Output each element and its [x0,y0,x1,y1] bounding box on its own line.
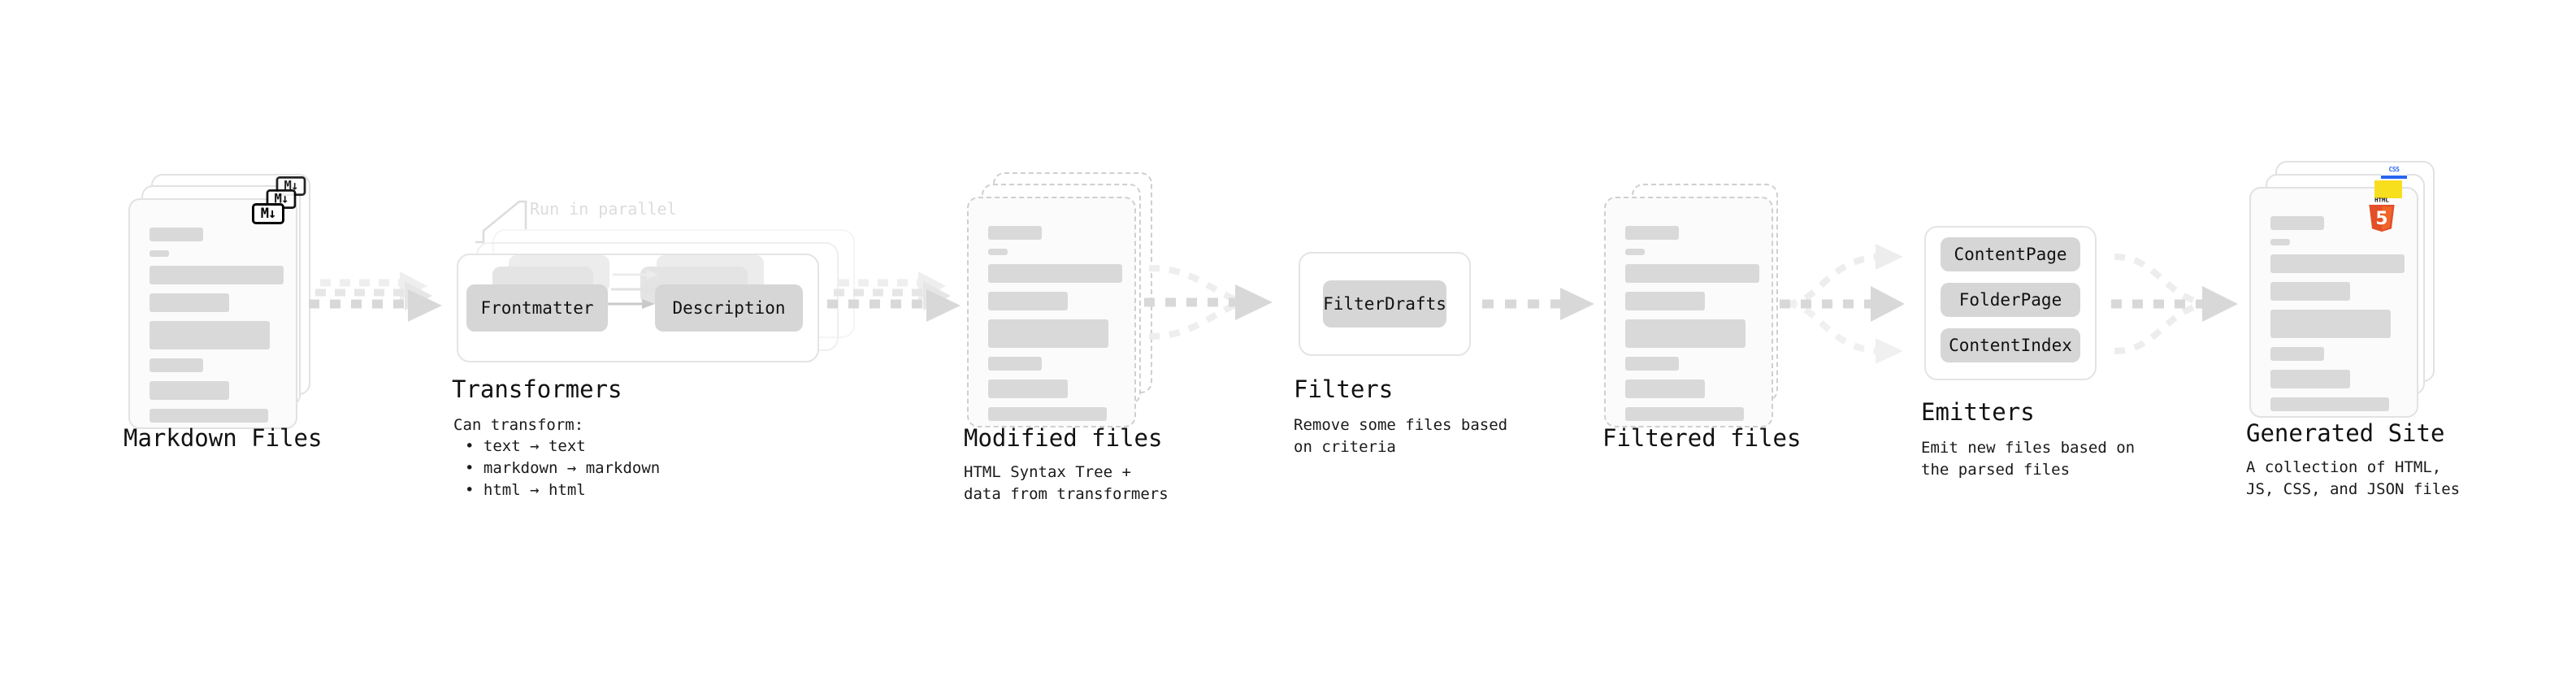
css3-badge: CSS [2381,166,2407,179]
placeholder-lines [1625,226,1759,430]
emitter-chip-contentindex-label: ContentIndex [1949,336,2072,355]
javascript-badge [2374,180,2402,198]
transformer-inner-arrows [598,270,658,309]
generated-site-card-front [2249,187,2418,418]
filters-body: Remove some files based on criteria [1294,416,1508,456]
emitters-body: Emit new files based on the parsed files [1921,439,2136,479]
emitter-chip-contentindex[interactable]: ContentIndex [1941,328,2080,362]
markdown-files-title: Markdown Files [124,424,323,452]
connector-markdown-to-transformers [309,271,442,322]
svg-text:HTML: HTML [2374,196,2389,203]
connector-filters-to-filtered [1482,288,1594,320]
placeholder-lines [2270,216,2405,420]
transformers-title: Transformers [452,375,622,403]
modified-files-title: Modified files [964,424,1163,452]
filtered-files-title: Filtered files [1602,424,1802,452]
transformers-list-item-2: • html → html [465,480,586,499]
run-in-parallel-label: Run in parallel [530,199,677,219]
svg-text:5: 5 [2375,209,2387,229]
filters-title: Filters [1294,375,1394,403]
transformers-list-item-0: • text → text [465,437,586,455]
placeholder-lines [150,228,284,432]
modified-files-body: HTML Syntax Tree + data from transformer… [964,463,1169,503]
filtered-file-card-front [1604,197,1773,427]
filter-chip-filterdrafts[interactable]: FilterDrafts [1323,280,1446,327]
filter-chip-filterdrafts-label: FilterDrafts [1323,294,1446,314]
emitter-chip-folderpage[interactable]: FolderPage [1941,283,2080,317]
connector-filtered-to-emitters [1780,244,1905,364]
transformers-list-item-1: • markdown → markdown [465,458,661,477]
markdown-badge-front: M↓ [252,203,284,224]
emitter-chip-folderpage-label: FolderPage [1958,290,2062,310]
emitters-title: Emitters [1921,398,2035,426]
connector-emitters-to-site [2111,254,2238,354]
modified-file-card-front [967,197,1136,427]
generated-site-title: Generated Site [2246,419,2445,447]
transformer-chip-description[interactable]: Description [655,284,803,332]
emitter-chip-contentpage[interactable]: ContentPage [1941,237,2080,271]
transformers-list: • text → text • markdown → markdown • ht… [453,436,660,501]
placeholder-lines [988,226,1122,430]
css3-badge-label: CSS [2388,166,2400,173]
emitter-chip-contentpage-label: ContentPage [1954,245,2067,264]
connector-transformers-to-modified [827,271,961,322]
markdown-file-card-front [128,198,297,429]
generated-site-body: A collection of HTML, JS, CSS, and JSON … [2246,458,2461,498]
connector-modified-to-filters [1144,265,1273,340]
transformers-body: Can transform: [453,416,584,434]
transformer-chip-frontmatter[interactable]: Frontmatter [466,284,608,332]
transformer-chip-description-label: Description [672,298,786,318]
run-in-parallel-bracket [475,200,527,244]
transformer-chip-frontmatter-label: Frontmatter [480,298,594,318]
markdown-badge-label: M [284,178,291,193]
html5-badge: HTML 5 [2369,196,2395,232]
